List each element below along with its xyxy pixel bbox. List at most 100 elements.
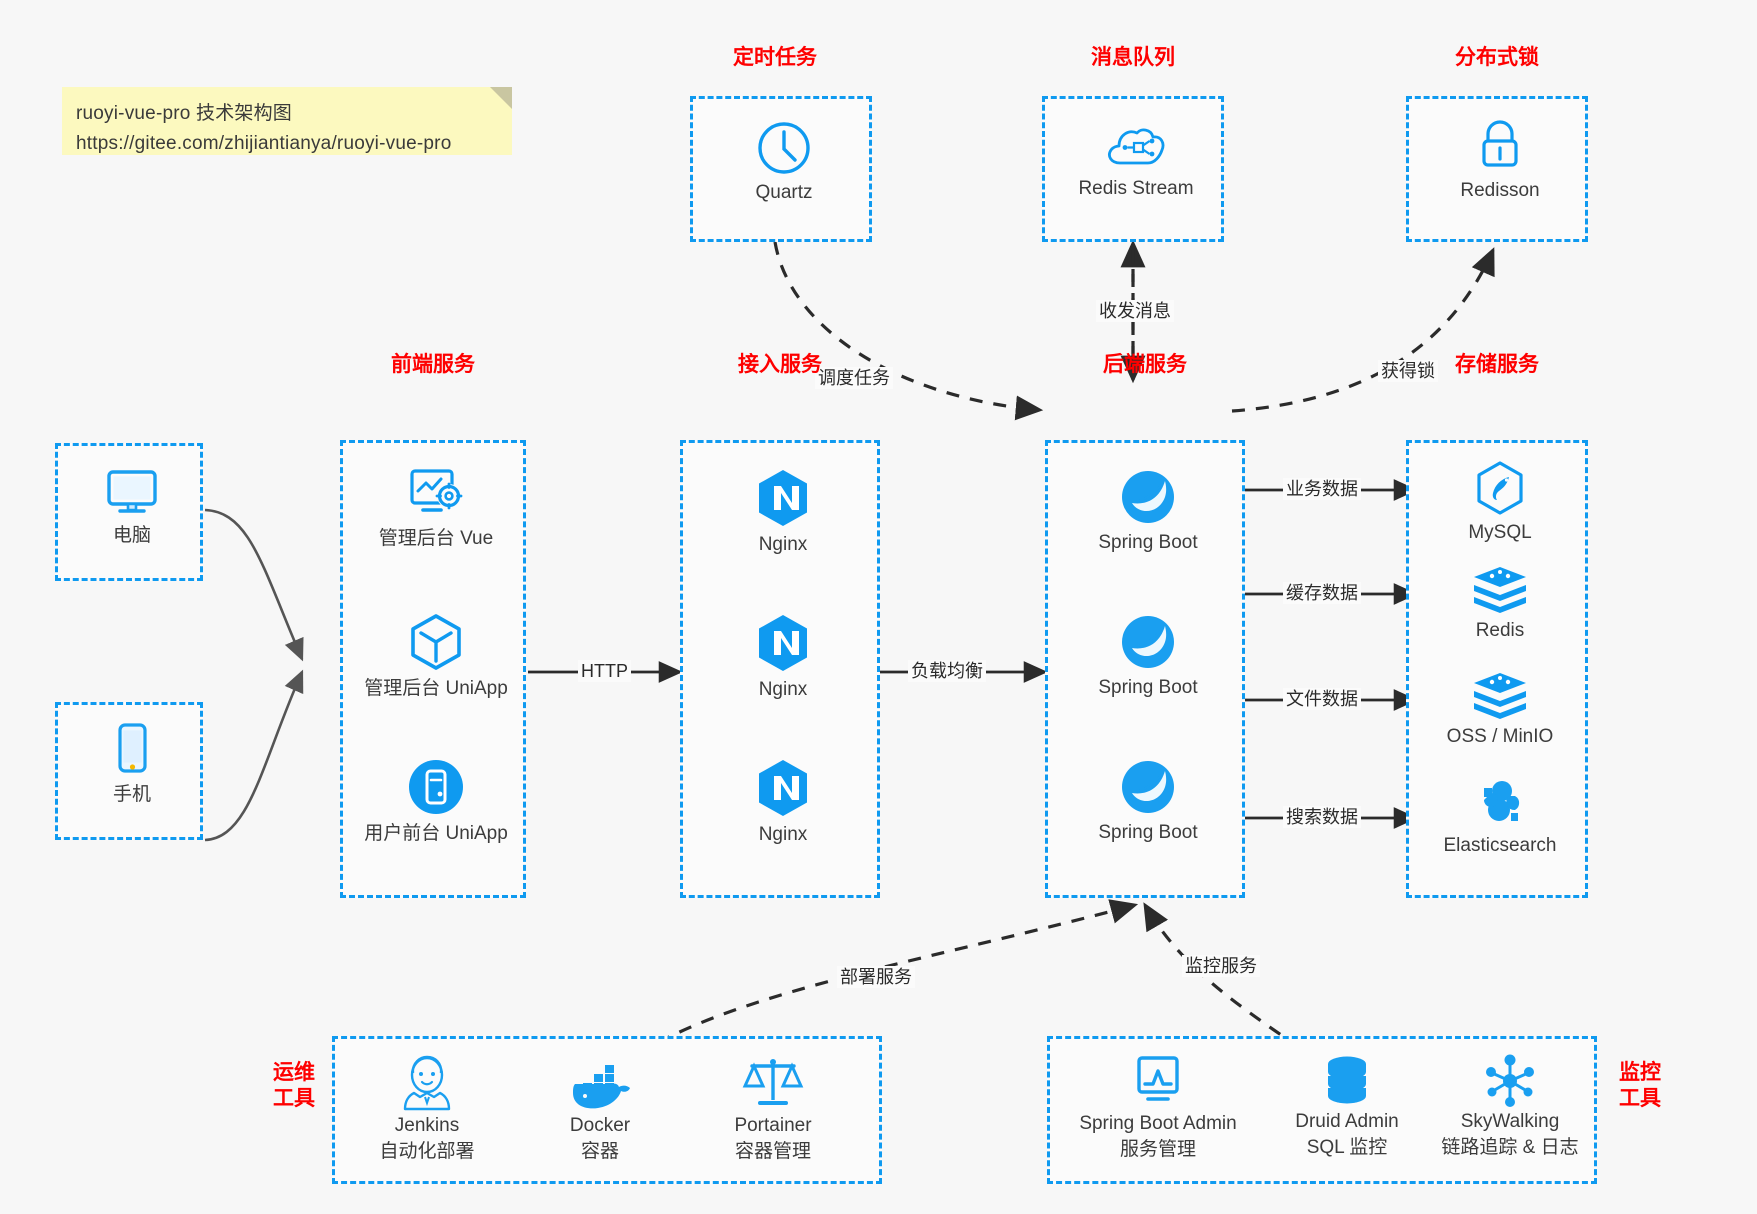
edge-label-monitor-service: 监控服务 [1182, 955, 1260, 977]
node-docker[interactable]: Docker 容器 [520, 1053, 680, 1165]
jenkins-butler-icon [403, 1055, 451, 1111]
node-label: Nginx [758, 679, 808, 700]
group-box-gateway[interactable]: Nginx Nginx Nginx [680, 440, 880, 898]
node-portainer[interactable]: Portainer 容器管理 [693, 1053, 853, 1165]
node-label: Spring Boot [1098, 677, 1198, 698]
cloud-stream-icon [1108, 128, 1165, 165]
node-spring-boot-admin[interactable]: Spring Boot Admin 服务管理 [1058, 1053, 1258, 1163]
node-label: 用户前台 UniApp [364, 823, 508, 844]
note-fold-corner [490, 87, 512, 109]
edge-label-search-data: 搜索数据 [1283, 806, 1361, 828]
app-circle-icon [409, 760, 463, 814]
scales-balance-icon [742, 1059, 804, 1105]
node-redis[interactable]: Redis [1409, 563, 1591, 643]
node-label: Docker [569, 1115, 631, 1136]
node-desc: 容器管理 [734, 1141, 811, 1162]
node-label: SkyWalking [1460, 1111, 1560, 1132]
node-label: Redis Stream [1078, 178, 1194, 199]
group-box-scheduled-task[interactable]: Quartz [690, 96, 872, 242]
nginx-icon [759, 470, 807, 526]
node-label: Nginx [758, 824, 808, 845]
group-box-frontend[interactable]: 管理后台 Vue 管理后台 UniApp 用户前台 UniApp [340, 440, 526, 898]
redis-stack-icon [1474, 567, 1526, 613]
node-label: Spring Boot [1098, 822, 1198, 843]
note-title: ruoyi-vue-pro 技术架构图 [76, 103, 293, 124]
node-label: Portainer [734, 1115, 812, 1136]
node-mysql[interactable]: MySQL [1409, 459, 1591, 545]
group-box-client-desktop[interactable]: 电脑 [55, 443, 203, 581]
spring-leaf-icon [1122, 616, 1174, 668]
group-box-storage[interactable]: MySQL Redis OSS / MinIO [1406, 440, 1588, 898]
node-elasticsearch[interactable]: Elasticsearch [1409, 774, 1591, 858]
node-label: Druid Admin [1295, 1111, 1399, 1132]
node-spring-boot-3[interactable]: Spring Boot [1048, 757, 1248, 845]
node-mobile[interactable]: 手机 [58, 721, 206, 807]
node-oss-minio[interactable]: OSS / MinIO [1409, 669, 1591, 749]
group-box-distributed-lock[interactable]: Redisson [1406, 96, 1588, 242]
edge-label-file-data: 文件数据 [1283, 688, 1361, 710]
node-desc: SQL 监控 [1306, 1137, 1388, 1158]
group-label-gateway: 接入服务 [738, 353, 822, 376]
node-admin-vue[interactable]: 管理后台 Vue [343, 465, 529, 551]
group-box-monitoring[interactable]: Spring Boot Admin 服务管理 Druid Admin SQL 监… [1047, 1036, 1597, 1184]
group-label-scheduled-task: 定时任务 [733, 46, 817, 69]
node-nginx-3[interactable]: Nginx [683, 757, 883, 847]
node-jenkins[interactable]: Jenkins 自动化部署 [347, 1053, 507, 1165]
node-spring-boot-2[interactable]: Spring Boot [1048, 612, 1248, 700]
monitoring-label-line2: 工具 [1619, 1087, 1661, 1110]
node-desc: 链路追踪 & 日志 [1441, 1137, 1579, 1158]
spring-leaf-icon [1122, 761, 1174, 813]
edge-label-acquire-lock: 获得锁 [1378, 360, 1438, 382]
node-redis-stream[interactable]: Redis Stream [1045, 121, 1227, 201]
edge-label-load-balance: 负载均衡 [908, 660, 986, 682]
group-label-storage: 存储服务 [1455, 353, 1539, 376]
node-label: 电脑 [112, 525, 151, 546]
node-label: OSS / MinIO [1446, 726, 1554, 747]
group-box-backend[interactable]: Spring Boot Spring Boot Spring Boot [1045, 440, 1245, 898]
node-label: 管理后台 Vue [378, 528, 494, 549]
group-box-message-queue[interactable]: Redis Stream [1042, 96, 1224, 242]
group-box-devops[interactable]: Jenkins 自动化部署 Docker 容器 [332, 1036, 882, 1184]
monitoring-label-line1: 监控 [1619, 1061, 1661, 1084]
node-skywalking[interactable]: SkyWalking 链路追踪 & 日志 [1420, 1053, 1600, 1161]
devops-label-line2: 工具 [273, 1087, 315, 1110]
docker-whale-icon [573, 1065, 630, 1109]
note-url: https://gitee.com/zhijiantianya/ruoyi-vu… [76, 133, 452, 154]
node-user-uniapp[interactable]: 用户前台 UniApp [343, 756, 529, 846]
node-desc: 自动化部署 [379, 1141, 475, 1162]
node-label: Spring Boot Admin [1079, 1113, 1237, 1134]
database-cylinder-icon [1328, 1056, 1366, 1104]
node-nginx-1[interactable]: Nginx [683, 467, 883, 557]
node-label: Elasticsearch [1443, 835, 1557, 856]
group-label-monitoring: 监控 工具 [1608, 1060, 1672, 1112]
node-spring-boot-1[interactable]: Spring Boot [1048, 467, 1248, 555]
group-label-message-queue: 消息队列 [1091, 46, 1175, 69]
node-label: Nginx [758, 534, 808, 555]
node-redisson[interactable]: Redisson [1409, 117, 1591, 203]
node-label: Redisson [1460, 180, 1540, 201]
node-label: 手机 [112, 784, 151, 805]
group-box-client-mobile[interactable]: 手机 [55, 702, 203, 840]
node-label: Spring Boot [1098, 532, 1198, 553]
network-nodes-icon [1486, 1054, 1534, 1107]
devops-label-line1: 运维 [273, 1061, 315, 1084]
edge-label-cache-data: 缓存数据 [1283, 582, 1361, 604]
node-quartz[interactable]: Quartz [693, 119, 875, 205]
lock-icon [1482, 120, 1518, 167]
dashboard-settings-icon [410, 469, 463, 512]
node-nginx-2[interactable]: Nginx [683, 612, 883, 702]
node-desc: 服务管理 [1119, 1139, 1196, 1160]
group-label-frontend: 前端服务 [391, 353, 475, 376]
edge-label-business-data: 业务数据 [1283, 478, 1361, 500]
node-label: Redis [1475, 620, 1525, 641]
sticky-note: ruoyi-vue-pro 技术架构图 https://gitee.com/zh… [62, 87, 512, 155]
monitor-chart-icon [1137, 1056, 1179, 1101]
group-label-backend: 后端服务 [1103, 353, 1187, 376]
node-admin-uniapp[interactable]: 管理后台 UniApp [343, 611, 529, 701]
nginx-icon [759, 615, 807, 671]
node-label: MySQL [1468, 522, 1532, 543]
node-druid-admin[interactable]: Druid Admin SQL 监控 [1257, 1053, 1437, 1161]
mobile-phone-icon [118, 723, 147, 773]
node-desktop[interactable]: 电脑 [58, 464, 206, 548]
